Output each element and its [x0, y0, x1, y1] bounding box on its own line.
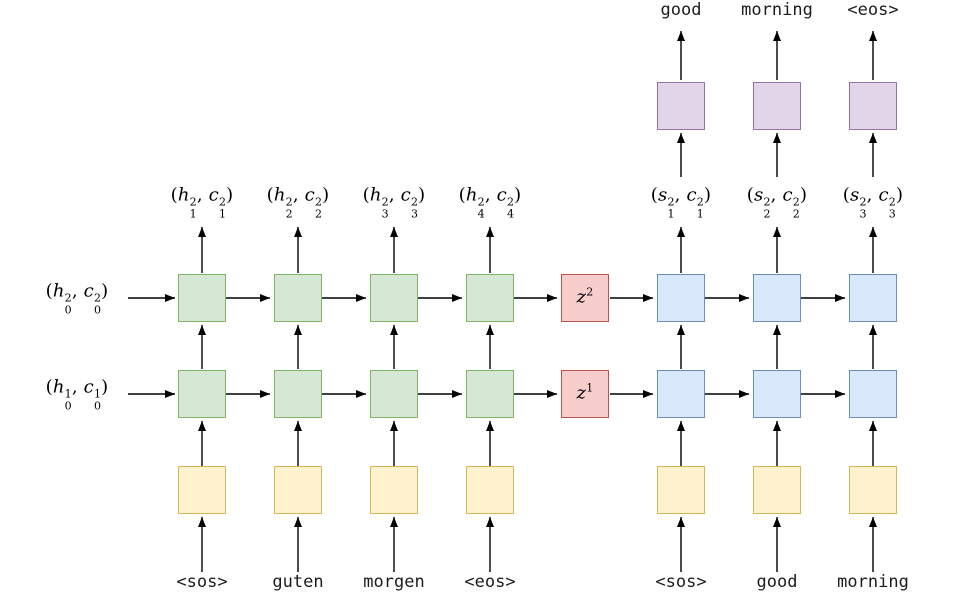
encoder-rnn-l1-t3: [370, 370, 418, 418]
encoder-embedding-t2: [274, 466, 322, 514]
source-token-4: <eos>: [464, 572, 516, 592]
source-token-2: guten: [272, 572, 324, 592]
source-token-1: <sos>: [176, 572, 228, 592]
context-label-z1: z1: [576, 381, 594, 404]
encoder-embedding-t1: [178, 466, 226, 514]
target-input-token-1: <sos>: [655, 572, 707, 592]
linear-out-t2: [753, 82, 801, 130]
encoder-rnn-l2-t2: [274, 274, 322, 322]
encoder-rnn-l1-t4: [466, 370, 514, 418]
decoder-rnn-l2-t2: [753, 274, 801, 322]
decoder-embedding-t2: [753, 466, 801, 514]
source-token-3: morgen: [363, 572, 425, 592]
encoder-rnn-l1-t2: [274, 370, 322, 418]
linear-out-t1: [657, 82, 705, 130]
linear-out-t3: [849, 82, 897, 130]
encoder-rnn-l2-t4: [466, 274, 514, 322]
decoder-rnn-l1-t1: [657, 370, 705, 418]
target-input-token-3: morning: [837, 572, 909, 592]
target-output-token-2: morning: [741, 0, 813, 20]
context-vector-z1-box: [561, 370, 609, 418]
encoder-rnn-l1-t1: [178, 370, 226, 418]
decoder-embedding-t1: [657, 466, 705, 514]
decoder-rnn-l1-t3: [849, 370, 897, 418]
decoder-rnn-l2-t3: [849, 274, 897, 322]
context-vector-z2-box: [561, 274, 609, 322]
target-output-token-3: <eos>: [847, 0, 899, 20]
decoder-rnn-l2-t1: [657, 274, 705, 322]
encoder-embedding-t3: [370, 466, 418, 514]
decoder-embedding-t3: [849, 466, 897, 514]
encoder-rnn-l2-t1: [178, 274, 226, 322]
encoder-rnn-l2-t3: [370, 274, 418, 322]
target-output-token-1: good: [660, 0, 702, 20]
context-label-z2: z2: [576, 285, 594, 308]
decoder-rnn-l1-t2: [753, 370, 801, 418]
target-input-token-2: good: [756, 572, 798, 592]
encoder-embedding-t4: [466, 466, 514, 514]
